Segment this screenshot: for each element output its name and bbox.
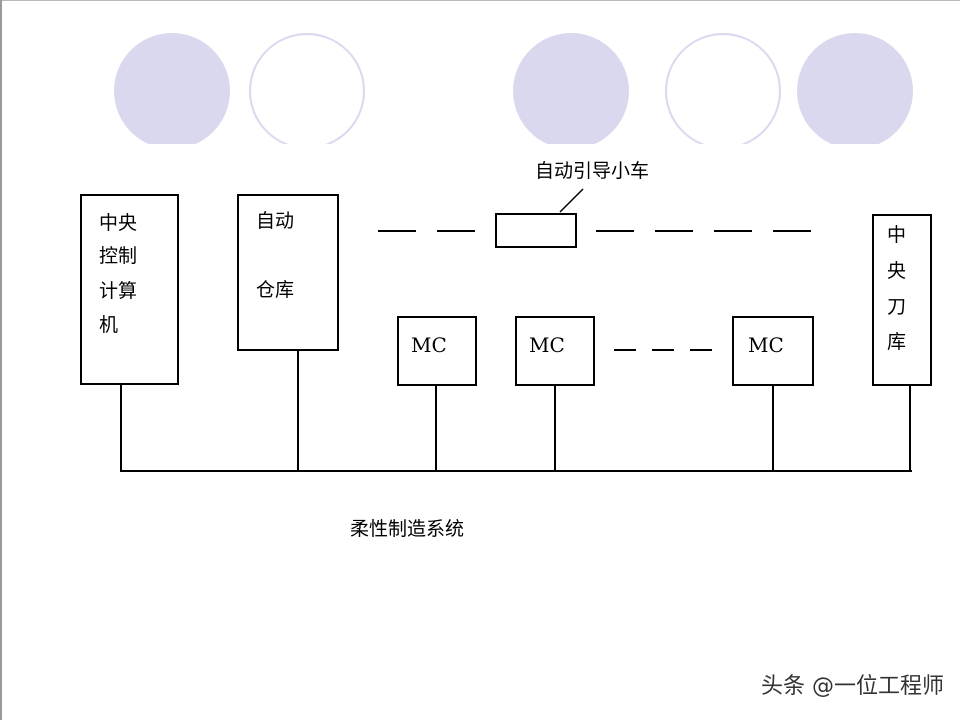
- agv-cart: [495, 213, 577, 248]
- tool-magazine-line-4: 库: [887, 331, 907, 353]
- slide-border-top: [0, 0, 960, 1]
- mc-box-3: [732, 316, 814, 386]
- decorative-circle-4: [665, 33, 781, 144]
- decorative-circle-2: [249, 33, 365, 144]
- agv-leader-line: [559, 188, 584, 213]
- central-computer-box: [80, 194, 179, 385]
- mc-label-1: MC: [411, 333, 447, 357]
- diagram-caption: 柔性制造系统: [350, 518, 465, 540]
- decorative-circle-5: [797, 33, 913, 144]
- auto-warehouse-line-2: 仓库: [256, 279, 295, 301]
- decorative-circle-3: [513, 33, 629, 144]
- mc-box-2: [515, 316, 595, 386]
- mc-box-1: [397, 316, 477, 386]
- tool-magazine-box: [872, 214, 932, 386]
- mc-label-2: MC: [529, 333, 565, 357]
- tool-magazine-line-1: 中: [887, 224, 907, 246]
- auto-warehouse-line-1: 自动: [256, 210, 295, 232]
- tool-magazine-line-2: 央: [887, 260, 907, 282]
- decorative-circle-band: [0, 0, 960, 144]
- central-computer-line-4: 机: [99, 314, 119, 336]
- auto-warehouse-box: [237, 194, 339, 351]
- tool-magazine-line-3: 刀: [887, 296, 907, 318]
- central-computer-line-2: 控制: [99, 245, 138, 267]
- central-computer-line-1: 中央: [99, 212, 138, 234]
- decorative-circle-1: [114, 33, 230, 144]
- slide-border-left: [0, 0, 2, 720]
- mc-label-3: MC: [748, 333, 784, 357]
- agv-label: 自动引导小车: [535, 160, 650, 182]
- watermark: 头条 @一位工程师: [761, 674, 944, 699]
- central-computer-line-3: 计算: [99, 280, 138, 302]
